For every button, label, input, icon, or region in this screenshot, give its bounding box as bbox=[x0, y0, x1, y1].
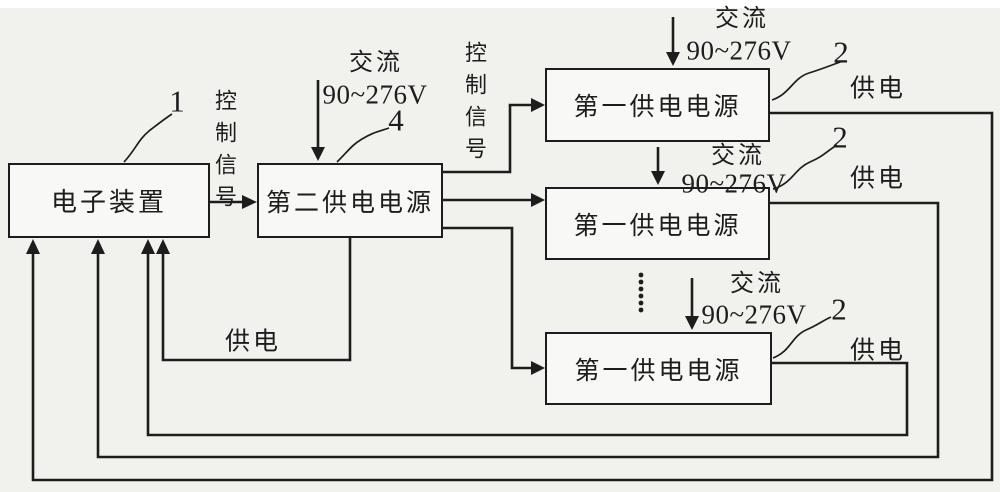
first-power-supply-label-1: 第一供电电源 bbox=[573, 94, 742, 121]
power-label-first-supply-2: 供电 bbox=[849, 165, 907, 193]
first-power-supply-box-3: 第一供电电源 bbox=[545, 332, 772, 405]
ref-leader-2b bbox=[772, 144, 838, 190]
second-power-supply-box: 第二供电电源 bbox=[257, 163, 443, 238]
control-signal-arrow-main bbox=[210, 195, 257, 209]
electronic-device-box: 电子装置 bbox=[8, 163, 210, 238]
power-return-line-second-supply bbox=[156, 238, 352, 362]
power-label-first-supply-1: 供电 bbox=[849, 75, 907, 103]
ac-input-arrow-first-supply-3 bbox=[685, 278, 699, 330]
ellipsis-dots bbox=[638, 272, 644, 313]
ac-range-first-supply-2: 90~276V bbox=[681, 168, 787, 199]
ac-range-second-supply: 90~276V bbox=[322, 79, 428, 110]
scan-margin bbox=[0, 0, 1000, 8]
first-power-supply-label-3: 第一供电电源 bbox=[574, 357, 743, 385]
ref-label-2b: 2 bbox=[832, 119, 848, 155]
ref-leader-4 bbox=[336, 127, 390, 163]
ac-label-second-supply: 交流 bbox=[349, 50, 403, 76]
ac-input-arrow-first-supply-1 bbox=[666, 17, 680, 66]
control-signal-line-3 bbox=[443, 226, 545, 375]
ref-label-4: 4 bbox=[388, 102, 404, 138]
ac-label-first-supply-1: 交流 bbox=[715, 6, 769, 32]
control-signal-label-1: 控制信号 bbox=[212, 89, 237, 217]
power-return-line-first-supply-2 bbox=[91, 201, 940, 459]
first-power-supply-label-2: 第一供电电源 bbox=[573, 212, 742, 240]
control-signal-line-2 bbox=[443, 193, 545, 207]
ref-label-1: 1 bbox=[169, 83, 185, 119]
ac-range-first-supply-3: 90~276V bbox=[701, 299, 807, 330]
first-power-supply-box-2: 第一供电电源 bbox=[545, 187, 770, 260]
power-return-line-first-supply-3 bbox=[141, 239, 909, 437]
first-power-supply-box-1: 第一供电电源 bbox=[545, 68, 770, 142]
ac-label-first-supply-3: 交流 bbox=[730, 271, 784, 297]
ref-leader-1 bbox=[123, 113, 173, 163]
ref-label-2a: 2 bbox=[833, 34, 849, 70]
ac-input-arrow-first-supply-2 bbox=[651, 147, 665, 185]
ref-label-2c: 2 bbox=[831, 291, 847, 327]
ac-input-arrow-second-supply bbox=[311, 80, 325, 161]
control-signal-label-2: 控制信号 bbox=[462, 41, 487, 169]
ref-leader-2a bbox=[771, 60, 844, 101]
second-power-supply-label: 第二供电电源 bbox=[265, 189, 434, 217]
power-label-first-supply-3: 供电 bbox=[849, 337, 907, 365]
ac-label-first-supply-2: 交流 bbox=[711, 143, 765, 169]
power-return-line-first-supply-1 bbox=[26, 111, 994, 482]
power-label-second-supply: 供电 bbox=[224, 328, 282, 356]
control-signal-line-1 bbox=[443, 98, 545, 174]
ac-range-first-supply-1: 90~276V bbox=[686, 35, 792, 66]
electronic-device-label: 电子装置 bbox=[50, 188, 167, 217]
ref-leader-2c bbox=[772, 316, 832, 359]
